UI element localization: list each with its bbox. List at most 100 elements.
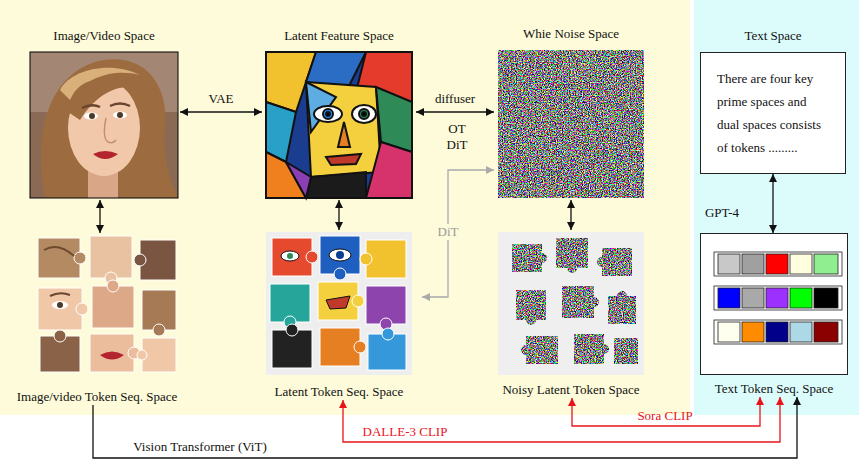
edge-label: GPT-4 bbox=[705, 205, 739, 221]
illustration-circle bbox=[107, 280, 119, 292]
latent-space-frame: Latent Feature Space bbox=[262, 28, 416, 200]
node-heading: Text Token Seq. Space bbox=[715, 381, 834, 397]
node-heading: Noisy Latent Token Space bbox=[502, 382, 639, 398]
illustration-circle bbox=[359, 109, 369, 119]
node-heading: Latent Token Seq. Space bbox=[275, 384, 404, 400]
illustration-path bbox=[93, 151, 118, 159]
illustration-circle bbox=[382, 328, 394, 340]
edge-label-holder: Vision Transformer (ViT) bbox=[133, 439, 267, 455]
illustration-ellipse bbox=[314, 106, 342, 122]
image-space-frame: Image/Video Space bbox=[28, 28, 180, 200]
illustration-path bbox=[110, 104, 130, 107]
illustration-circle bbox=[89, 113, 95, 119]
illustration-polygon bbox=[366, 142, 412, 198]
illustration-ellipse bbox=[352, 105, 376, 123]
illustration-polygon bbox=[286, 162, 311, 198]
illustration-ellipse bbox=[68, 80, 140, 176]
latent-token-pieces bbox=[270, 236, 406, 370]
latent-token-ground bbox=[266, 232, 412, 375]
text-box-outline: There are four key prime spaces and dual… bbox=[700, 52, 846, 174]
edge-label: Vision Transformer (ViT) bbox=[133, 439, 267, 455]
connector bbox=[772, 174, 773, 233]
free-label-holder: DiT bbox=[447, 137, 468, 153]
connector bbox=[338, 200, 339, 230]
illustration-circle bbox=[354, 341, 366, 353]
illustration-rect bbox=[718, 322, 740, 342]
face-photo bbox=[30, 52, 178, 198]
illustration-circle bbox=[326, 112, 330, 116]
token-box-outline bbox=[700, 233, 848, 375]
photo-frame bbox=[30, 52, 178, 198]
noisy-token-ground bbox=[498, 232, 644, 375]
illustration-circle bbox=[57, 302, 63, 308]
edge-label: VAE bbox=[208, 91, 233, 107]
illustration-polygon bbox=[338, 122, 350, 147]
connector bbox=[422, 170, 494, 297]
illustration-rect bbox=[766, 288, 788, 308]
method-label: OT bbox=[448, 121, 465, 137]
illustration-ellipse bbox=[52, 301, 68, 309]
connector bbox=[570, 200, 571, 230]
node-heading: Latent Feature Space bbox=[284, 28, 394, 44]
node-heading: Image/Video Space bbox=[53, 28, 154, 44]
illustration-ellipse bbox=[329, 249, 351, 261]
illustration-path bbox=[82, 105, 100, 108]
node-heading: Whie Noise Space bbox=[523, 26, 619, 42]
image-token-frame: Image/video Token Seq. Space bbox=[4, 233, 190, 405]
edge-label: DiT bbox=[436, 224, 461, 240]
illustration-circle bbox=[287, 253, 293, 259]
edge-label: DALLE-3 CLIP bbox=[363, 424, 448, 440]
edge-label-holder: Sora CLIP bbox=[637, 408, 692, 424]
node-heading: Text Space bbox=[744, 28, 801, 44]
method-label: DiT bbox=[447, 137, 468, 153]
edge-label-holder: DALLE-3 CLIP bbox=[363, 424, 448, 440]
illustration-polygon bbox=[266, 102, 296, 162]
connector bbox=[180, 111, 262, 112]
illustration-rect bbox=[766, 322, 788, 342]
edge-label-holder: diffuser bbox=[435, 91, 475, 107]
illustration-polygon bbox=[326, 296, 350, 309]
illustration-circle bbox=[153, 324, 165, 336]
latent-token-frame: Latent Token Seq. Space bbox=[256, 230, 422, 400]
illustration-circle bbox=[352, 295, 364, 307]
illustration-rect bbox=[742, 288, 764, 308]
illustration-path bbox=[68, 79, 140, 120]
illustration-rect bbox=[790, 322, 812, 342]
noisy-token-frame: Noisy Latent Token Space bbox=[488, 230, 654, 398]
illustration-path bbox=[50, 293, 70, 296]
illustration-ellipse bbox=[113, 112, 127, 119]
illustration-polygon bbox=[306, 172, 366, 198]
cyan-panel bbox=[694, 0, 859, 415]
text-token-box: Text Token Seq. Space bbox=[700, 233, 848, 397]
illustration-rect bbox=[766, 254, 788, 274]
illustration-circle bbox=[334, 268, 346, 280]
edge-label-holder: GPT-4 bbox=[705, 205, 739, 221]
illustration-rect bbox=[718, 288, 740, 308]
illustration-polygon bbox=[326, 154, 361, 165]
illustration-circle bbox=[74, 252, 86, 264]
illustration-path bbox=[44, 247, 74, 256]
noise-space-frame: Whie Noise Space bbox=[494, 26, 648, 200]
text-space-box: Text SpaceThere are four key prime space… bbox=[700, 28, 846, 174]
illustration-rect bbox=[742, 254, 764, 274]
edge-label: diffuser bbox=[435, 91, 475, 107]
illustration-rect bbox=[790, 254, 812, 274]
illustration-rect bbox=[742, 322, 764, 342]
connector bbox=[572, 397, 760, 426]
connector bbox=[99, 200, 100, 233]
text-token-squares bbox=[714, 252, 842, 344]
illustration-circle bbox=[134, 254, 146, 266]
illustration-rect bbox=[814, 254, 838, 274]
illustration-circle bbox=[362, 112, 366, 116]
edge-label: Sora CLIP bbox=[637, 408, 692, 424]
illustration-rect bbox=[714, 286, 842, 310]
illustration-rect bbox=[814, 322, 838, 342]
token-box-ground bbox=[700, 233, 848, 375]
illustration-rect bbox=[714, 252, 842, 276]
illustration-circle bbox=[336, 251, 344, 259]
illustration-path bbox=[104, 118, 116, 143]
illustration-circle bbox=[360, 253, 372, 265]
illustration-rect bbox=[814, 288, 838, 308]
edge-label-holder: DiT bbox=[436, 224, 461, 240]
